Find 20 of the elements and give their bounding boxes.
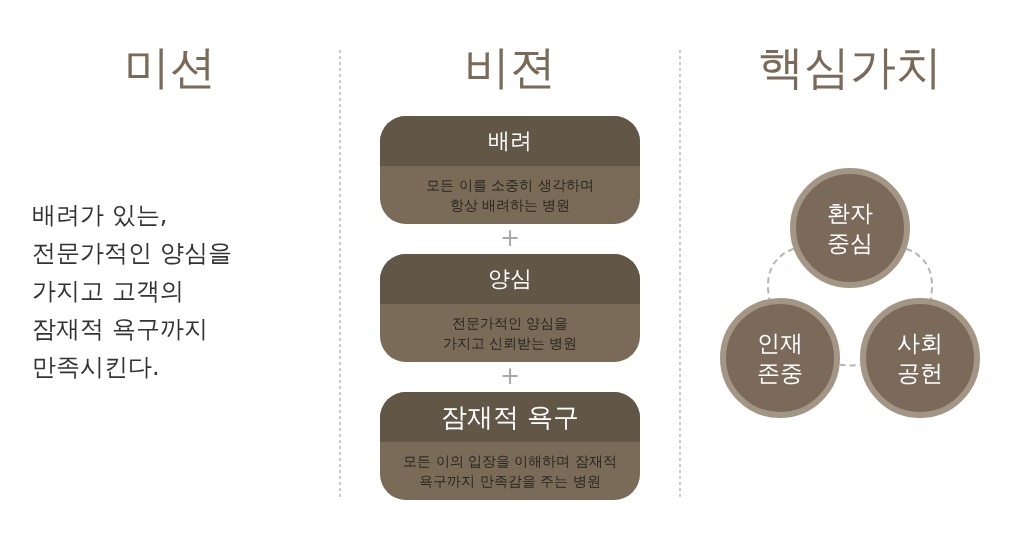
circle-label: 환자 중심 [826,199,874,258]
mission-statement: 배려가 있는, 전문가적인 양심을 가지고 고객의 잠재적 욕구까지 만족시킨다. [32,200,232,383]
card-description: 모든 이를 소중히 생각하며 항상 배려하는 병원 [425,176,595,215]
card-heading: 양심 [380,254,640,304]
vision-card [380,392,640,500]
vision-card [380,254,640,362]
circle-label: 사회 공헌 [896,329,944,388]
column-heading: 비젼 [464,39,556,96]
plus-sign: + [499,225,521,251]
dashed-connector [767,247,795,300]
card-description: 전문가적인 양심을 가지고 신뢰받는 병원 [441,314,579,353]
column-heading: 미션 [124,39,216,96]
card-heading: 잠재적 욕구 [380,392,640,442]
dashed-connector [905,247,933,300]
card-description: 모든 이의 입장을 이해하며 잠재적 욕구까지 만족감을 주는 병원 [402,452,618,491]
column-heading: 핵심가치 [758,39,942,96]
plus-sign: + [499,363,521,389]
vision-card [380,116,640,224]
card-heading: 배려 [380,116,640,166]
circle-label: 인재 존중 [756,329,804,388]
